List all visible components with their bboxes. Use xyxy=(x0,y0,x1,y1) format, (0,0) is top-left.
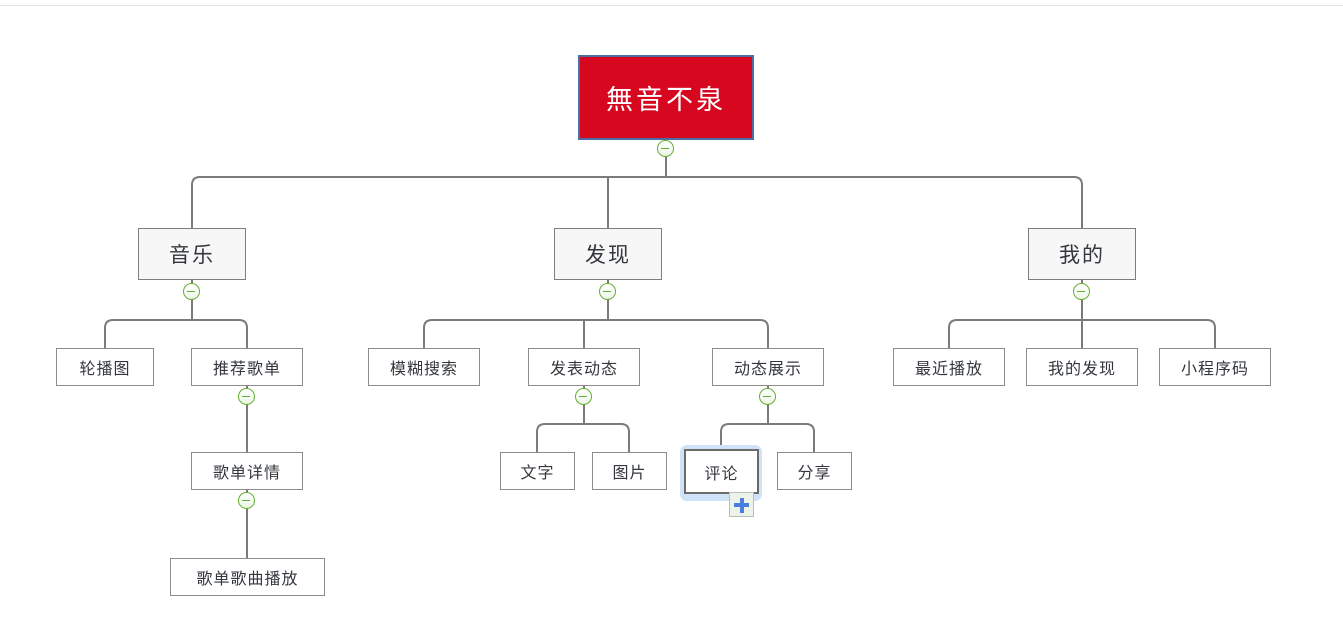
collapse-toggle-post-moment-minus-circle-icon[interactable] xyxy=(575,388,592,405)
node-text[interactable]: 文字 xyxy=(500,452,575,490)
node-comment-label: 评论 xyxy=(704,465,739,483)
node-mine[interactable]: 我的 xyxy=(1028,228,1136,280)
node-playlist-song[interactable]: 歌单歌曲播放 xyxy=(170,558,325,596)
add-child-plus-icon[interactable] xyxy=(729,492,754,517)
edge-discover-bus xyxy=(423,319,769,348)
node-my-discover-label: 我的发现 xyxy=(1047,361,1116,378)
node-playlist-song-label: 歌单歌曲播放 xyxy=(196,571,299,588)
node-root[interactable]: 無音不泉 xyxy=(578,55,754,140)
collapse-toggle-music-minus-circle-icon[interactable] xyxy=(183,283,200,300)
edge-mine-bus xyxy=(948,319,1216,348)
collapse-toggle-discover-minus-circle-icon[interactable] xyxy=(599,283,616,300)
edge-music-bus xyxy=(104,319,248,348)
top-divider xyxy=(0,5,1343,6)
node-carousel[interactable]: 轮播图 xyxy=(56,348,154,386)
node-share-label: 分享 xyxy=(797,465,832,482)
node-text-label: 文字 xyxy=(520,465,555,482)
collapse-toggle-root-minus-circle-icon[interactable] xyxy=(657,140,674,157)
edge-post-bus xyxy=(536,423,630,452)
node-playlist-detail[interactable]: 歌单详情 xyxy=(191,452,303,490)
node-post-moment-label: 发表动态 xyxy=(549,361,618,378)
collapse-toggle-mine-minus-circle-icon[interactable] xyxy=(1073,283,1090,300)
node-mini-code-label: 小程序码 xyxy=(1180,361,1249,378)
node-music[interactable]: 音乐 xyxy=(138,228,246,280)
node-image[interactable]: 图片 xyxy=(592,452,667,490)
node-mine-label: 我的 xyxy=(1059,244,1105,267)
node-image-label: 图片 xyxy=(612,465,647,482)
node-playlist-detail-label: 歌单详情 xyxy=(212,465,281,482)
node-carousel-label: 轮播图 xyxy=(79,361,131,378)
node-moment-display[interactable]: 动态展示 xyxy=(712,348,824,386)
collapse-toggle-playlist-detail-minus-circle-icon[interactable] xyxy=(238,492,255,509)
collapse-toggle-recommend-minus-circle-icon[interactable] xyxy=(238,388,255,405)
node-my-discover[interactable]: 我的发现 xyxy=(1026,348,1138,386)
node-recent-play[interactable]: 最近播放 xyxy=(893,348,1005,386)
node-recommend-label: 推荐歌单 xyxy=(212,361,281,378)
node-fuzzy-search[interactable]: 模糊搜索 xyxy=(368,348,480,386)
node-post-moment[interactable]: 发表动态 xyxy=(528,348,640,386)
node-recent-play-label: 最近播放 xyxy=(914,361,983,378)
node-recommend[interactable]: 推荐歌单 xyxy=(191,348,303,386)
node-share[interactable]: 分享 xyxy=(777,452,852,490)
collapse-toggle-moment-display-minus-circle-icon[interactable] xyxy=(759,388,776,405)
node-mini-code[interactable]: 小程序码 xyxy=(1159,348,1271,386)
node-comment[interactable]: 评论 xyxy=(684,449,759,494)
node-root-label: 無音不泉 xyxy=(606,85,726,115)
node-discover[interactable]: 发现 xyxy=(554,228,662,280)
node-moment-display-label: 动态展示 xyxy=(733,361,802,378)
node-fuzzy-search-label: 模糊搜索 xyxy=(389,361,458,378)
edge-root-bus xyxy=(191,176,1083,228)
node-discover-label: 发现 xyxy=(585,244,631,267)
node-music-label: 音乐 xyxy=(169,244,215,267)
